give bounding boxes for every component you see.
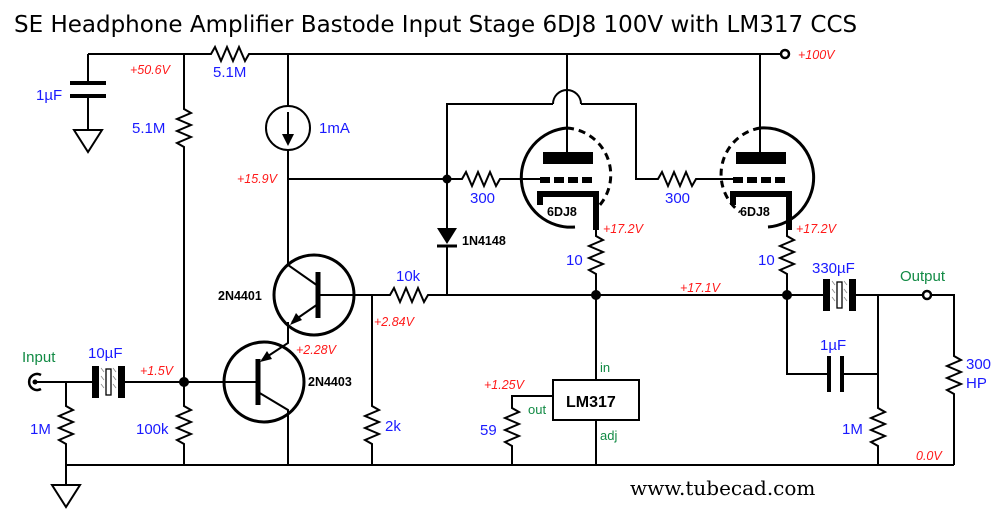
capacitor-input-icon bbox=[92, 366, 125, 398]
input-label: Input bbox=[22, 349, 56, 366]
voltage-input-node: +1.5V bbox=[140, 364, 175, 378]
diode-icon bbox=[437, 228, 457, 244]
input-jack-icon[interactable] bbox=[27, 372, 42, 392]
diagram-title: SE Headphone Amplifier Bastode Input Sta… bbox=[14, 12, 857, 38]
resistor-top-series-value: 5.1M bbox=[213, 64, 246, 81]
capacitor-bypass-value: 1µF bbox=[820, 337, 846, 354]
resistor-load-value: 300 bbox=[966, 356, 991, 373]
voltage-tube2-cathode: +17.2V bbox=[796, 222, 838, 236]
resistor-grid1-value: 300 bbox=[470, 190, 495, 207]
resistor-cathode2-value: 10 bbox=[758, 252, 775, 269]
resistor-cathode2 bbox=[777, 230, 797, 295]
resistor-output bbox=[868, 405, 888, 465]
resistor-cathode1 bbox=[586, 230, 606, 295]
resistor-cathode1-value: 10 bbox=[566, 252, 583, 269]
ground-icon bbox=[72, 129, 104, 154]
resistor-59-value: 59 bbox=[480, 422, 497, 439]
resistor-2k bbox=[362, 403, 382, 465]
capacitor-output-value: 330µF bbox=[812, 260, 855, 277]
voltage-ground: 0.0V bbox=[916, 449, 943, 463]
current-arrow-icon bbox=[282, 134, 294, 146]
voltage-tube1-cathode: +17.2V bbox=[603, 222, 645, 236]
resistor-100k bbox=[174, 403, 194, 465]
resistor-bias-upper-value: 5.1M bbox=[132, 120, 165, 137]
transistor-q2-label: 2N4403 bbox=[308, 375, 352, 389]
transistor-q1-label: 2N4401 bbox=[218, 289, 262, 303]
ground-icon bbox=[50, 484, 82, 509]
resistor-input-value: 1M bbox=[30, 421, 51, 438]
lm317-pin-out: out bbox=[528, 402, 546, 417]
resistor-10k-value: 10k bbox=[396, 268, 421, 285]
voltage-ccs-node: +15.9V bbox=[237, 172, 279, 186]
voltage-q2-emitter: +2.28V bbox=[296, 343, 338, 357]
voltage-bias-node: +50.6V bbox=[130, 63, 172, 77]
lm317-box bbox=[552, 379, 640, 421]
tube2-label: 6DJ8 bbox=[740, 205, 770, 219]
lm317-pin-adj: adj bbox=[600, 428, 617, 443]
resistor-grid1 bbox=[447, 169, 540, 189]
capacitor-output-icon bbox=[823, 279, 856, 311]
resistor-grid2 bbox=[655, 169, 733, 189]
lm317-pin-in: in bbox=[600, 360, 610, 375]
website-credit: www.tubecad.com bbox=[630, 476, 815, 500]
tube2-icon bbox=[719, 126, 816, 230]
resistor-grid2-value: 300 bbox=[665, 190, 690, 207]
resistor-bias-upper bbox=[174, 105, 194, 150]
emitter-arrow-icon bbox=[290, 313, 302, 325]
output-terminal-icon[interactable] bbox=[921, 289, 933, 301]
lm317-label: LM317 bbox=[566, 394, 616, 411]
emitter-arrow-q2-icon bbox=[260, 351, 272, 362]
capacitor-filter-value: 1µF bbox=[36, 87, 62, 104]
resistor-10k bbox=[386, 285, 447, 305]
diode-label: 1N4148 bbox=[462, 234, 506, 248]
capacitor-input-value: 10µF bbox=[88, 345, 123, 362]
resistor-2k-value: 2k bbox=[385, 418, 401, 435]
resistor-input bbox=[56, 403, 76, 465]
voltage-q1-base: +2.84V bbox=[374, 315, 416, 329]
resistor-output-value: 1M bbox=[842, 421, 863, 438]
resistor-top-series bbox=[206, 44, 256, 64]
tube1-icon bbox=[519, 126, 613, 230]
output-label: Output bbox=[900, 268, 946, 285]
current-source-value: 1mA bbox=[319, 120, 350, 137]
resistor-59 bbox=[502, 406, 522, 465]
tube1-label: 6DJ8 bbox=[547, 205, 577, 219]
voltage-supply: +100V bbox=[798, 48, 836, 62]
resistor-load-type: HP bbox=[966, 375, 987, 392]
supply-terminal-icon bbox=[779, 48, 791, 60]
resistor-100k-value: 100k bbox=[136, 421, 169, 438]
voltage-cathode-bus: +17.1V bbox=[680, 281, 722, 295]
resistor-load bbox=[944, 353, 964, 465]
voltage-lm317-out: +1.25V bbox=[484, 378, 526, 392]
